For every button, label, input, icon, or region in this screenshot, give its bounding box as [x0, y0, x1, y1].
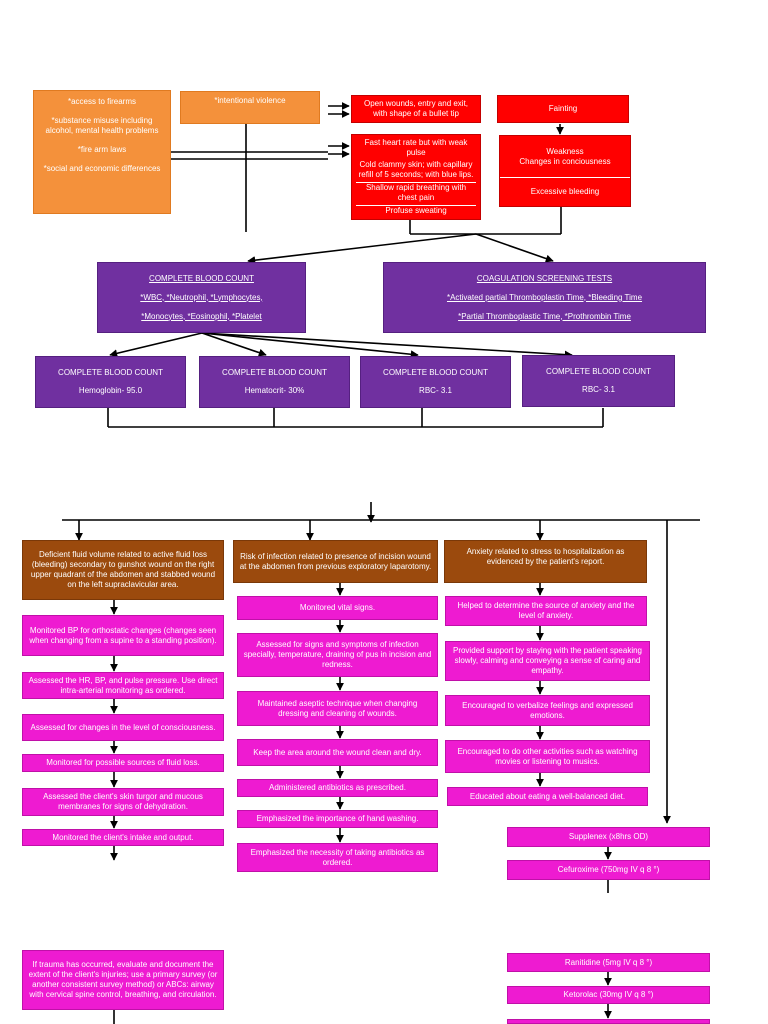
coag-test-box: COAGULATION SCREENING TESTS *Activated p… [383, 262, 706, 333]
intervention-text: Assessed for signs and symptoms of infec… [243, 640, 432, 669]
intervention-box: Administered antibiotics as prescribed. [237, 779, 438, 797]
diagnosis-fluid-text: Deficient fluid volume related to active… [30, 550, 216, 589]
result-title: COMPLETE BLOOD COUNT [222, 368, 327, 377]
result-value: RBC- 3.1 [582, 385, 615, 394]
medication-text: Cefuroxime (750mg IV q 8 °) [557, 865, 660, 874]
cbc-test-box: COMPLETE BLOOD COUNT *WBC, *Neutrophil, … [97, 262, 306, 333]
trauma-text: If trauma has occurred, evaluate and doc… [28, 960, 218, 999]
intervention-text: Maintained aseptic technique when changi… [257, 698, 418, 718]
intervention-text: Encouraged to do other activities such a… [457, 746, 638, 766]
intervention-box: Provided support by staying with the pat… [445, 641, 650, 681]
intervention-box: Assessed the client's skin turgor and mu… [22, 788, 224, 816]
medication-text: Supplenex (x8hrs OD) [568, 832, 649, 841]
intervention-box: Monitored the client's intake and output… [22, 829, 224, 846]
intervention-text: Monitored for possible sources of fluid … [46, 758, 200, 767]
medication-text: Ranitidine (5mg IV q 8 °) [564, 957, 653, 967]
cbc-line-2: *Monocytes, *Eosinophil, *Platelet [141, 311, 262, 321]
intentional-violence-box: *intentional violence [180, 91, 320, 124]
vital-sign-item: Fast heart rate but with weak pulse [364, 138, 468, 157]
medication-box: Ketorolac (30mg IV q 8 °) [507, 986, 710, 1004]
result-title: COMPLETE BLOOD COUNT [546, 367, 651, 376]
intentional-violence-text: *intentional violence [214, 96, 286, 105]
intervention-box: Assessed the HR, BP, and pulse pressure.… [22, 672, 224, 699]
intervention-box: Emphasized the necessity of taking antib… [237, 843, 438, 872]
medication-box-partial [507, 1019, 710, 1024]
intervention-box: Helped to determine the source of anxiet… [445, 596, 647, 626]
vital-sign-item: Cold clammy skin; with capillary refill … [358, 160, 474, 179]
intervention-text: Assessed the client's skin turgor and mu… [43, 792, 203, 811]
diagnosis-infection-box: Risk of infection related to presence of… [233, 540, 438, 583]
risk-factor-item: *access to firearms [67, 97, 137, 106]
intervention-text: Provided support by staying with the pat… [452, 646, 642, 675]
intervention-box: Assessed for changes in the level of con… [22, 714, 224, 741]
diagnosis-fluid-box: Deficient fluid volume related to active… [22, 540, 224, 600]
medication-box: Ranitidine (5mg IV q 8 °) [507, 953, 710, 972]
trauma-box: If trauma has occurred, evaluate and doc… [22, 950, 224, 1010]
intervention-text: Keep the area around the wound clean and… [253, 747, 422, 757]
intervention-text: Emphasized the importance of hand washin… [256, 814, 419, 823]
intervention-box: Monitored BP for orthostatic changes (ch… [22, 615, 224, 656]
intervention-text: Assessed for changes in the level of con… [30, 722, 216, 732]
result-box: COMPLETE BLOOD COUNT Hematocrit- 30% [199, 356, 350, 408]
result-box: COMPLETE BLOOD COUNT RBC- 3.1 [360, 356, 511, 408]
intervention-box: Keep the area around the wound clean and… [237, 739, 438, 766]
intervention-text: Assessed the HR, BP, and pulse pressure.… [28, 675, 218, 695]
intervention-text: Encouraged to verbalize feelings and exp… [462, 700, 633, 720]
medication-box: Cefuroxime (750mg IV q 8 °) [507, 860, 710, 880]
result-title: COMPLETE BLOOD COUNT [383, 368, 488, 377]
intervention-box: Monitored for possible sources of fluid … [22, 754, 224, 772]
intervention-text: Monitored the client's intake and output… [52, 832, 194, 842]
risk-factor-item: *fire arm laws [77, 145, 127, 154]
coag-title: COAGULATION SCREENING TESTS [476, 273, 613, 283]
result-box: COMPLETE BLOOD COUNT Hemoglobin- 95.0 [35, 356, 186, 408]
result-title: COMPLETE BLOOD COUNT [58, 368, 163, 377]
risk-factors-box: *access to firearms *substance misuse in… [33, 90, 171, 214]
diagnosis-anxiety-text: Anxiety related to stress to hospitaliza… [466, 547, 625, 566]
intervention-box: Monitored vital signs. [237, 596, 438, 620]
intervention-box: Maintained aseptic technique when changi… [237, 691, 438, 726]
intervention-box: Educated about eating a well-balanced di… [447, 787, 648, 806]
intervention-text: Helped to determine the source of anxiet… [457, 601, 635, 620]
vital-signs-box: Fast heart rate but with weak pulse Cold… [351, 134, 481, 220]
intervention-text: Administered antibiotics as prescribed. [269, 783, 406, 792]
intervention-text: Emphasized the necessity of taking antib… [250, 847, 425, 867]
result-box: COMPLETE BLOOD COUNT RBC- 3.1 [522, 355, 675, 407]
intervention-box: Emphasized the importance of hand washin… [237, 810, 438, 828]
fainting-box: Fainting [497, 95, 629, 123]
risk-factor-item: *substance misuse including alcohol, men… [45, 116, 159, 135]
diagnosis-anxiety-box: Anxiety related to stress to hospitaliza… [444, 540, 647, 583]
medication-text: Ketorolac (30mg IV q 8 °) [563, 990, 654, 999]
result-value: RBC- 3.1 [419, 386, 452, 395]
bleeding-text: Excessive bleeding [500, 177, 630, 206]
risk-factor-item: *social and economic differences [43, 164, 161, 173]
vital-sign-item: Shallow rapid breathing with chest pain [356, 182, 476, 203]
intervention-box: Assessed for signs and symptoms of infec… [237, 633, 438, 677]
coag-line-1: *Activated partial Thromboplastin Time, … [446, 292, 643, 302]
medication-box: Supplenex (x8hrs OD) [507, 827, 710, 847]
result-value: Hematocrit- 30% [244, 386, 305, 395]
diagnosis-infection-text: Risk of infection related to presence of… [239, 551, 432, 571]
intervention-text: Monitored BP for orthostatic changes (ch… [29, 625, 217, 645]
consciousness-text: Changes in conciousness [519, 156, 611, 166]
result-value: Hemoglobin- 95.0 [78, 386, 143, 395]
cbc-line-1: *WBC, *Neutrophil, *Lymphocytes, [140, 292, 263, 302]
open-wounds-box: Open wounds, entry and exit, with shape … [351, 95, 481, 123]
cbc-title: COMPLETE BLOOD COUNT [149, 273, 254, 283]
open-wounds-text: Open wounds, entry and exit, with shape … [363, 99, 469, 118]
intervention-box: Encouraged to verbalize feelings and exp… [445, 695, 650, 726]
vital-sign-item: Profuse sweating [356, 205, 476, 216]
intervention-text: Educated about eating a well-balanced di… [469, 791, 626, 801]
weakness-box: Weakness Changes in conciousness Excessi… [499, 135, 631, 207]
weakness-group: Weakness Changes in conciousness [519, 136, 610, 177]
intervention-text: Monitored vital signs. [299, 603, 376, 612]
intervention-box: Encouraged to do other activities such a… [445, 740, 650, 773]
fainting-text: Fainting [548, 104, 578, 113]
coag-line-2: *Partial Thromboplastic Time, *Prothromb… [458, 311, 631, 321]
weakness-text: Weakness [546, 146, 584, 156]
